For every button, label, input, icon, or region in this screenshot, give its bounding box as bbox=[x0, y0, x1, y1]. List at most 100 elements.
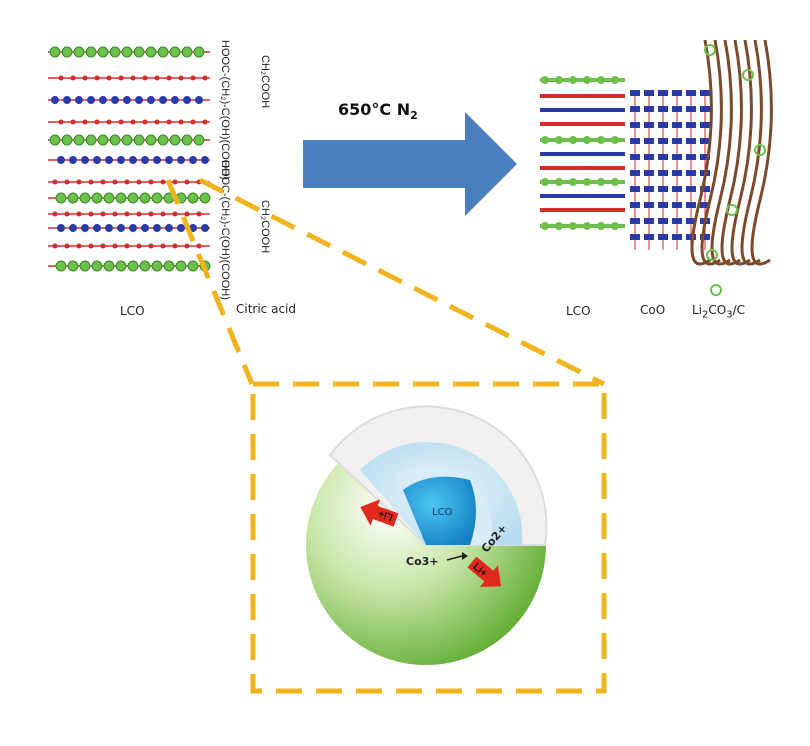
lco-atom bbox=[103, 192, 115, 204]
lco-atom bbox=[124, 211, 130, 217]
lco-atom bbox=[63, 96, 71, 104]
lco-atom bbox=[121, 46, 133, 58]
citric-acid-label: Citric acid bbox=[236, 302, 296, 316]
lco-atom bbox=[100, 211, 106, 217]
co-reduction-arrow bbox=[446, 555, 463, 561]
coo-unit bbox=[630, 138, 640, 144]
coo-unit bbox=[658, 138, 668, 144]
lco-atom bbox=[105, 156, 113, 164]
lco-atom bbox=[184, 211, 190, 217]
lco-atom bbox=[160, 211, 166, 217]
product-atom bbox=[613, 194, 617, 198]
lco-atom bbox=[82, 75, 88, 81]
lco-atom bbox=[91, 192, 103, 204]
product-atom bbox=[555, 136, 563, 144]
lco-atom bbox=[52, 179, 58, 185]
lco-atom bbox=[76, 179, 82, 185]
coo-unit bbox=[700, 90, 710, 96]
coo-unit bbox=[700, 154, 710, 160]
coo-unit bbox=[658, 90, 668, 96]
lco-atom bbox=[153, 224, 161, 232]
coo-unit bbox=[630, 202, 640, 208]
lco-atom bbox=[172, 243, 178, 249]
product-atom bbox=[597, 178, 605, 186]
coo-unit bbox=[700, 234, 710, 240]
lco-atom bbox=[52, 211, 58, 217]
lco-atom bbox=[123, 96, 131, 104]
lco-atom bbox=[177, 224, 185, 232]
zoom-lines bbox=[165, 177, 606, 387]
product-atom bbox=[599, 152, 603, 156]
lco-atom bbox=[190, 75, 196, 81]
coo-unit bbox=[672, 154, 682, 160]
product-atom bbox=[541, 222, 549, 230]
product-atom bbox=[543, 122, 547, 126]
coo-unit bbox=[700, 186, 710, 192]
lco-atom bbox=[139, 192, 151, 204]
product-atom bbox=[599, 108, 603, 112]
product-atom bbox=[611, 136, 619, 144]
lco-atom bbox=[79, 192, 91, 204]
product-atom bbox=[557, 152, 561, 156]
coo-unit bbox=[700, 122, 710, 128]
coo-unit bbox=[700, 106, 710, 112]
lco-atom bbox=[73, 134, 85, 146]
lco-atom bbox=[178, 119, 184, 125]
lco-atom bbox=[82, 119, 88, 125]
citric-formula-bottom: HOOC‑(CH₂)‑C(OH)(COOH) bbox=[219, 160, 231, 300]
product-atom bbox=[571, 194, 575, 198]
core-shell-particle bbox=[306, 405, 548, 665]
product-atom bbox=[585, 122, 589, 126]
lco-atom bbox=[85, 134, 97, 146]
li-ion-label: Li+ bbox=[377, 507, 395, 522]
lco-atom bbox=[187, 192, 199, 204]
coo-unit bbox=[658, 202, 668, 208]
lco-atom bbox=[127, 192, 139, 204]
coo-unit bbox=[630, 186, 640, 192]
lco-atom bbox=[64, 243, 70, 249]
lco-atom bbox=[61, 134, 73, 146]
li-atom bbox=[754, 144, 766, 156]
coo-unit bbox=[644, 218, 654, 224]
coo-unit bbox=[672, 218, 682, 224]
product-atom bbox=[543, 166, 547, 170]
lco-atom bbox=[112, 211, 118, 217]
coo-unit bbox=[644, 106, 654, 112]
product-atom bbox=[557, 122, 561, 126]
lco-atom bbox=[88, 211, 94, 217]
lco-crystal-structure bbox=[48, 46, 211, 272]
product-atom bbox=[613, 166, 617, 170]
lco-atom bbox=[166, 119, 172, 125]
product-atom bbox=[543, 194, 547, 198]
lco-atom bbox=[154, 119, 160, 125]
lco-atom bbox=[133, 134, 145, 146]
lco-atom bbox=[69, 224, 77, 232]
lco-atom bbox=[111, 96, 119, 104]
coo-unit bbox=[644, 154, 654, 160]
product-atom bbox=[585, 152, 589, 156]
coo-unit bbox=[686, 186, 696, 192]
lco-atom bbox=[141, 224, 149, 232]
lco-atom bbox=[100, 243, 106, 249]
coo-unit bbox=[658, 234, 668, 240]
lco-atom bbox=[171, 96, 179, 104]
carbon-strand bbox=[730, 39, 753, 266]
lco-atom bbox=[105, 224, 113, 232]
coo-unit bbox=[630, 218, 640, 224]
lco-atom bbox=[112, 179, 118, 185]
lco-atom bbox=[109, 134, 121, 146]
coo-unit bbox=[672, 122, 682, 128]
lco-atom bbox=[135, 96, 143, 104]
product-atom bbox=[583, 76, 591, 84]
lco-atom bbox=[55, 192, 67, 204]
coo-unit bbox=[672, 186, 682, 192]
lco-atom bbox=[115, 192, 127, 204]
lco-atom bbox=[151, 260, 163, 272]
citric-formula-top-2: CH₂COOH bbox=[259, 55, 271, 108]
lco-atom bbox=[93, 224, 101, 232]
product-atom bbox=[611, 222, 619, 230]
lco-atom bbox=[181, 46, 193, 58]
lco-atom bbox=[124, 243, 130, 249]
coo-unit bbox=[644, 138, 654, 144]
coo-unit bbox=[658, 122, 668, 128]
